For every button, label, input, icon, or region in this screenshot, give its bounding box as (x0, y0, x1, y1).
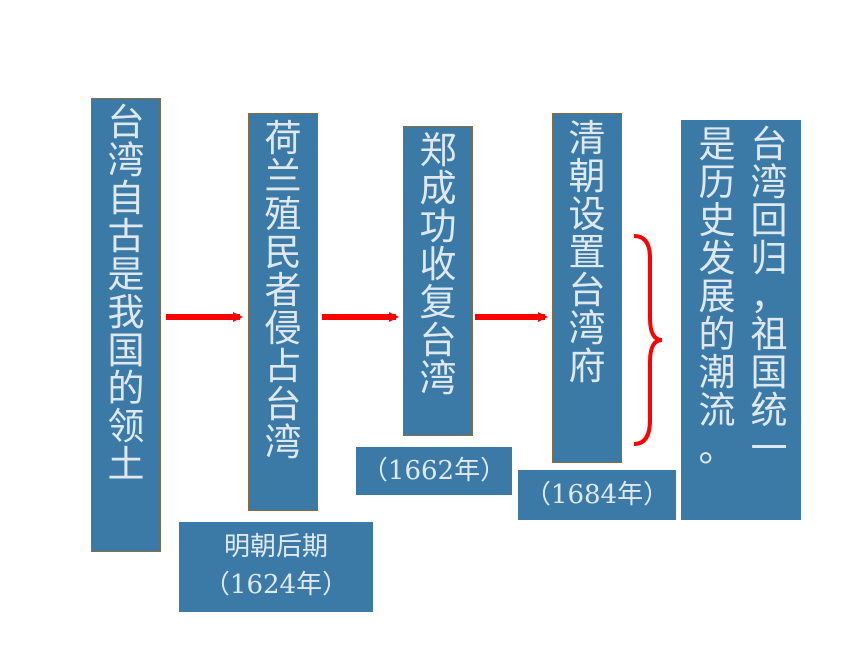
glyph: 侵 (264, 307, 302, 350)
glyph: 的 (107, 367, 145, 410)
glyph: 台 (568, 269, 606, 312)
glyph: 湾 (750, 161, 788, 204)
glyph: 流 (698, 389, 736, 432)
glyph: 回 (750, 199, 788, 242)
glyph: 我 (107, 291, 145, 334)
glyph: 成 (419, 167, 457, 210)
date-label-1662: （1662年） (356, 447, 512, 495)
glyph: 收 (419, 243, 457, 286)
glyph: 一 (750, 427, 788, 470)
glyph: 的 (698, 313, 736, 356)
glyph: 府 (568, 345, 606, 388)
glyph: 兰 (264, 155, 302, 198)
event-text-dutch-occupation: 荷兰殖民者侵占台湾 (263, 120, 303, 462)
glyph: 清 (568, 117, 606, 160)
glyph: 领 (107, 405, 145, 448)
glyph: 祖 (750, 313, 788, 356)
glyph: 是 (698, 123, 736, 166)
glyph: 土 (107, 443, 145, 486)
glyph: 占 (264, 345, 302, 388)
glyph: 国 (750, 351, 788, 394)
glyph: 台 (750, 123, 788, 166)
glyph: 台 (264, 383, 302, 426)
glyph: 史 (698, 199, 736, 242)
glyph: 朝 (568, 155, 606, 198)
glyph: 湾 (264, 421, 302, 464)
glyph: 郑 (419, 129, 457, 172)
glyph: 展 (698, 275, 736, 318)
glyph: 复 (419, 281, 457, 324)
glyph: 台 (419, 319, 457, 362)
glyph: 历 (698, 161, 736, 204)
event-box-zheng-chenggong (403, 126, 473, 436)
glyph: 湾 (107, 139, 145, 182)
date-label-1624-line1: 明朝后期 (223, 532, 328, 562)
conclusion-text-col2: 是历史发展的潮流。 (697, 126, 737, 468)
glyph: 置 (568, 231, 606, 274)
date-label-1624-line2: （1624年） (203, 570, 349, 600)
glyph: 湾 (568, 307, 606, 350)
glyph: 。 (698, 427, 736, 470)
conclusion-text-col1: 台湾回归，祖国统一 (749, 126, 789, 468)
glyph: 古 (107, 215, 145, 258)
glyph: 殖 (264, 193, 302, 236)
glyph: 者 (264, 269, 302, 312)
event-box-qing-prefecture (552, 113, 622, 463)
glyph: 台 (107, 101, 145, 144)
glyph: 荷 (264, 117, 302, 160)
conclusion-box (681, 120, 801, 520)
glyph: 国 (107, 329, 145, 372)
curly-brace (633, 234, 663, 446)
date-label-1624: 明朝后期 （1624年） (179, 522, 373, 612)
glyph: 潮 (698, 351, 736, 394)
glyph: ， (750, 275, 788, 318)
glyph: 湾 (419, 357, 457, 400)
glyph: 设 (568, 193, 606, 236)
glyph: 自 (107, 177, 145, 220)
glyph: 发 (698, 237, 736, 280)
event-text-zheng-chenggong: 郑成功收复台湾 (418, 132, 458, 398)
glyph: 功 (419, 205, 457, 248)
glyph: 统 (750, 389, 788, 432)
glyph: 归 (750, 237, 788, 280)
event-box-territory (91, 98, 161, 552)
glyph: 民 (264, 231, 302, 274)
event-text-territory: 台湾自古是我国的领土 (106, 104, 146, 484)
glyph: 是 (107, 253, 145, 296)
event-text-qing-prefecture: 清朝设置台湾府 (567, 120, 607, 386)
event-box-dutch-occupation (248, 113, 318, 511)
date-label-1684: （1684年） (518, 470, 676, 520)
